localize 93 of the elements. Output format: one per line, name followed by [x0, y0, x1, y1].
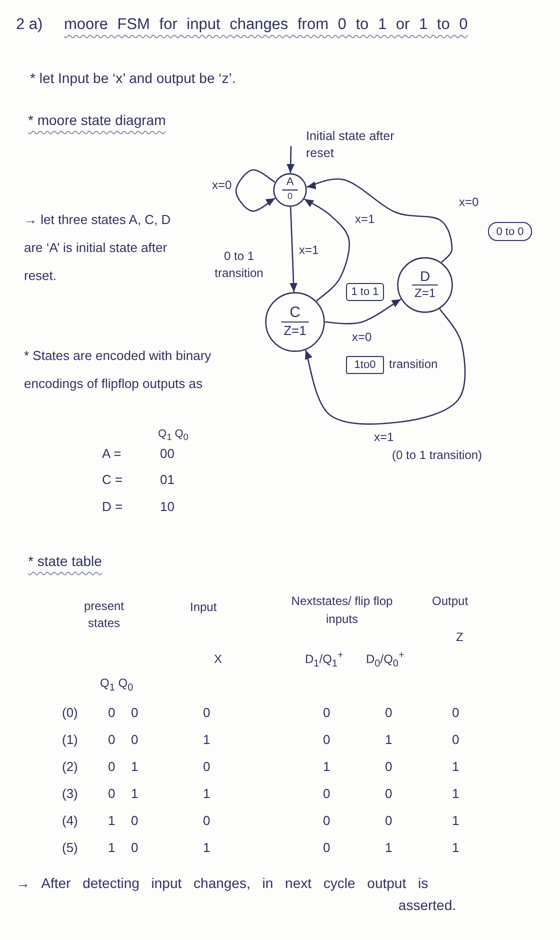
arrow: [306, 178, 453, 263]
row-number: (4): [62, 813, 78, 828]
state-output: 0: [288, 192, 292, 201]
input-value: 1: [203, 840, 210, 855]
arrow: [324, 298, 402, 324]
next-state-bit: 1: [385, 732, 392, 747]
arrow: [290, 206, 298, 292]
state-bit: 1: [131, 759, 138, 774]
transition-tag: 0 to 0: [488, 222, 532, 241]
next-state-bit: 0: [323, 786, 330, 801]
arrow: [286, 146, 295, 174]
next-state-bit: 1: [385, 840, 392, 855]
heading: moore FSM for input changes from 0 to 1 or 1 to 0: [64, 16, 468, 34]
state-name: A: [286, 177, 294, 188]
output-value: 1: [452, 786, 460, 801]
next-state-bit: 0: [385, 786, 392, 801]
next-state-bit: 0: [323, 813, 330, 828]
column-header: Nextstates/ flip flop inputs: [290, 593, 394, 628]
state-bit: 0: [108, 759, 116, 774]
edge-label: x=1: [297, 243, 321, 257]
edge-label: x=1: [372, 430, 396, 444]
next-state-bit: 0: [385, 813, 392, 828]
state-name: A =: [102, 446, 122, 461]
next-state-bit: 0: [323, 840, 330, 855]
row-number: (2): [62, 759, 78, 774]
note-text: * States are encoded with binary encodings of flipflop outputs as: [24, 347, 212, 393]
column-header: Output: [432, 594, 468, 608]
state-bit: 0: [131, 840, 138, 855]
state-code: 01: [160, 472, 174, 487]
section-heading: * moore state diagram: [28, 112, 166, 128]
output-value: 1: [452, 840, 460, 855]
state-code: 10: [160, 499, 174, 514]
arrow: [304, 308, 466, 425]
edge-label: x=0: [457, 195, 481, 209]
column-header: X: [214, 652, 222, 666]
state-bit: 0: [131, 813, 138, 828]
annotation-text: transition: [389, 357, 438, 371]
output-value: 0: [452, 732, 460, 747]
column-header: present states: [82, 598, 126, 632]
input-value: 0: [203, 813, 210, 828]
row-number: (3): [62, 786, 78, 801]
state-bit: 1: [131, 786, 138, 801]
next-state-bit: 0: [385, 759, 392, 774]
note-text: * let Input be ‘x’ and output be ‘z’.: [30, 70, 236, 86]
output-value: 1: [452, 759, 460, 774]
state-name: C: [290, 305, 300, 320]
column-header: Q$_{1}$ Q$_{0}$: [158, 428, 188, 442]
state-bit: 0: [108, 786, 116, 801]
state-bit: 0: [108, 732, 116, 747]
loop-arrow: [235, 169, 276, 212]
input-value: 0: [203, 759, 210, 774]
column-header: Input: [190, 600, 217, 614]
annotation-text: Initial state after reset: [306, 128, 396, 162]
column-header: Q$_{1}$ Q$_{0}$: [100, 676, 134, 694]
state-bit: 0: [131, 732, 138, 747]
note-text: → After detecting input changes, in next cycle output is asserted.: [16, 874, 456, 915]
input-value: 1: [203, 786, 210, 801]
next-state-bit: 1: [323, 759, 330, 774]
state-circle: [397, 257, 453, 313]
arrow: [304, 198, 350, 302]
output-value: 1: [452, 813, 460, 828]
annotation-text: 0 to 1 transition: [214, 248, 264, 282]
input-value: 0: [203, 705, 210, 720]
edge-label: x=0: [350, 330, 374, 344]
state-name: D =: [102, 499, 123, 514]
output-value: 0: [452, 705, 460, 720]
annotation-text: (0 to 1 transition): [392, 448, 482, 462]
next-state-bit: 0: [323, 732, 330, 747]
edge-label: x=1: [353, 212, 377, 226]
state-output: Z=1: [414, 287, 436, 299]
state-bit: 0: [108, 705, 116, 720]
next-state-bit: 0: [323, 705, 330, 720]
next-state-bit: 0: [385, 705, 392, 720]
state-code: 00: [160, 446, 174, 461]
state-circle: [265, 292, 325, 352]
column-header: Z: [456, 630, 464, 644]
note-text: → let three states A, C, D are ‘A’ is initial state after reset.: [24, 211, 172, 285]
edge-label: x=0: [210, 178, 234, 192]
state-bit: 0: [131, 705, 138, 720]
state-circle: [273, 173, 307, 207]
transition-tag: 1to0: [346, 356, 384, 374]
question-number: 2 a): [16, 16, 43, 34]
row-number: (1): [62, 732, 78, 747]
state-bit: 1: [108, 813, 116, 828]
section-heading: * state table: [28, 553, 102, 569]
transition-tag: 1 to 1: [346, 283, 384, 301]
state-bit: 1: [108, 840, 116, 855]
input-value: 1: [203, 732, 210, 747]
row-number: (5): [62, 840, 78, 855]
row-number: (0): [62, 705, 78, 720]
state-name: D: [420, 269, 430, 283]
state-output: Z=1: [284, 324, 306, 337]
state-name: C =: [102, 472, 123, 487]
